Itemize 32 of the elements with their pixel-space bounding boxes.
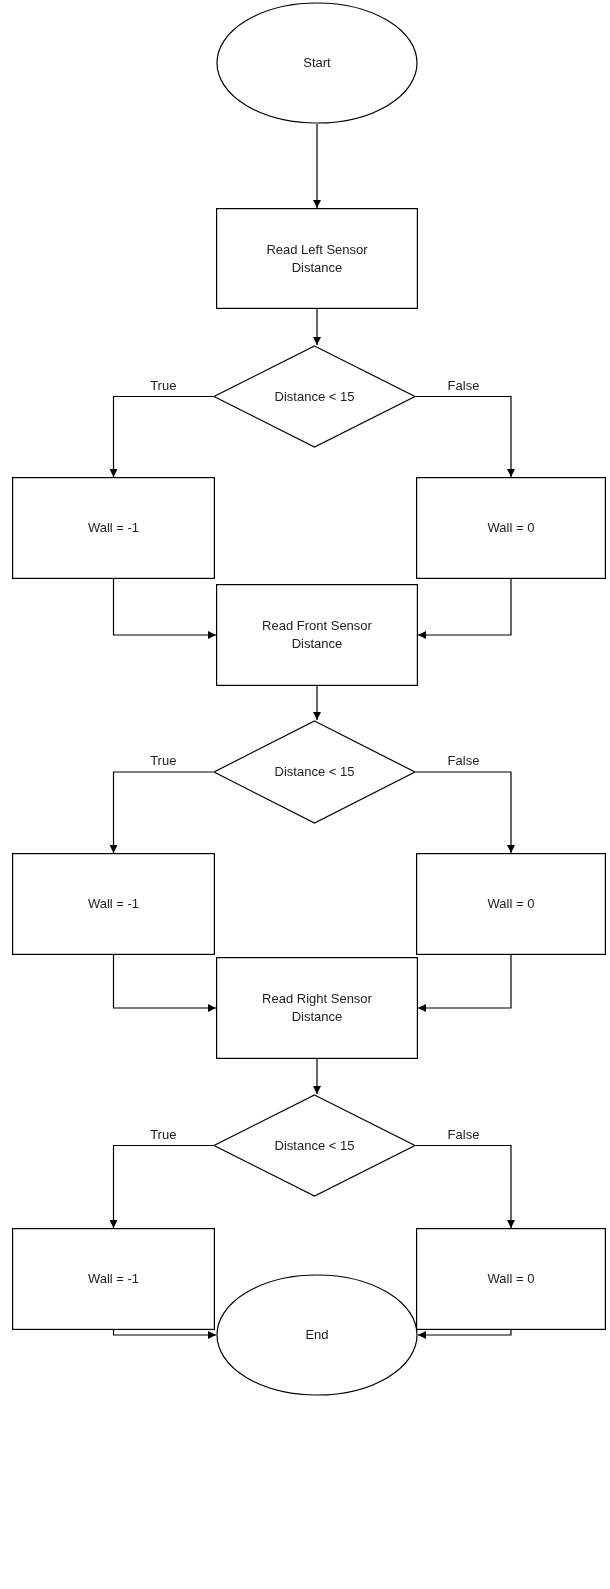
arrow [417,1329,512,1339]
arrow [313,123,321,209]
arrow [109,395,214,478]
node-text: Distance < 15 [274,1136,355,1155]
node-text: Wall = 0 [487,1270,535,1288]
arrow [109,1144,214,1229]
arrow [112,954,217,1012]
node-text: Wall = -1 [87,1270,140,1288]
arrow [313,685,321,721]
node-text: Wall = -1 [87,895,140,913]
arrow [415,1144,515,1229]
node-text: Read Right Sensor Distance [261,990,373,1026]
node-text: End [305,1326,329,1344]
arrow [417,578,512,639]
edge-label: False [446,753,481,768]
node-text: Start [303,54,331,72]
node-text: Wall = 0 [487,519,535,537]
arrow [109,771,214,854]
node-text: Distance < 15 [274,763,355,781]
arrow [313,308,321,346]
edge-label: True [149,753,178,768]
arrow [112,578,217,639]
arrow [415,395,515,478]
node-text: Distance < 15 [274,387,355,406]
node-text: Read Front Sensor Distance [261,617,373,653]
arrow [313,1058,321,1095]
node-text: Read Left Sensor Distance [265,240,369,277]
node-text: Wall = -1 [87,519,140,537]
arrow [112,1329,217,1339]
arrow [417,954,512,1012]
node-text: Wall = 0 [487,895,535,913]
arrow [415,771,515,854]
